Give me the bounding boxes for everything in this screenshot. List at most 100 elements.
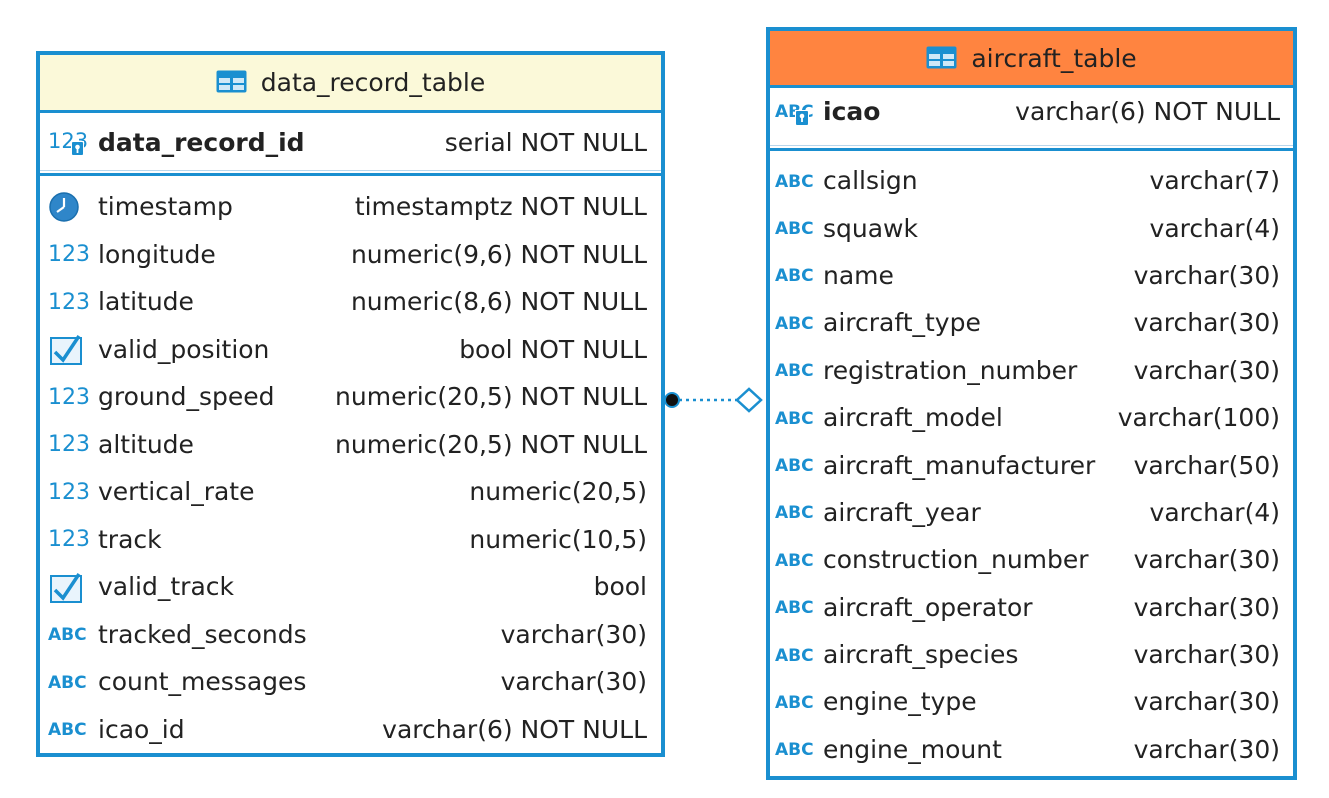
text-key-icon: ABC (775, 97, 817, 127)
svg-text:ABC: ABC (775, 646, 814, 666)
checkbox-icon (48, 572, 90, 603)
column-type: varchar(6) NOT NULL (382, 714, 647, 744)
column-name: vertical_rate (98, 477, 255, 507)
numeric-icon: 123 (48, 429, 90, 459)
table-icon (926, 46, 957, 68)
column-name: track (98, 524, 162, 554)
entity-title: data_record_table (260, 68, 486, 97)
column-name: longitude (98, 239, 216, 269)
column-type: varchar(6) NOT NULL (1015, 97, 1280, 127)
column-name: aircraft_model (823, 403, 1003, 433)
svg-text:ABC: ABC (48, 720, 87, 740)
column-type: varchar(30) (1133, 592, 1280, 622)
text-icon: ABC (775, 260, 817, 290)
svg-text:ABC: ABC (775, 693, 814, 713)
column-type: numeric(10,5) (469, 524, 647, 554)
primary-key-section: ABC icao varchar(6) NOT NULL (770, 88, 1293, 151)
text-icon: ABC (775, 308, 817, 338)
column-name: engine_mount (823, 734, 1002, 764)
column-type: varchar(7) (1149, 166, 1280, 196)
entity-header[interactable]: data_record_table (40, 55, 661, 113)
column-type: varchar(30) (500, 667, 647, 697)
entity-header[interactable]: aircraft_table (770, 31, 1293, 88)
divider (40, 170, 661, 171)
svg-text:123: 123 (48, 242, 90, 267)
svg-text:ABC: ABC (775, 361, 814, 381)
svg-text:123: 123 (48, 480, 90, 505)
table-icon (216, 70, 247, 93)
svg-text:ABC: ABC (775, 409, 814, 429)
column-name: name (823, 260, 894, 290)
numeric-key-icon: 123 (48, 127, 90, 157)
column-name: altitude (98, 429, 194, 459)
text-icon: ABC (775, 497, 817, 527)
svg-text:123: 123 (48, 432, 90, 457)
column-type: varchar(30) (1133, 545, 1280, 575)
clock-icon (48, 192, 90, 222)
column-name: icao (823, 97, 881, 127)
column-type: varchar(30) (1133, 640, 1280, 670)
column-type: varchar(4) (1149, 497, 1280, 527)
column-type: varchar(50) (1133, 450, 1280, 480)
svg-text:123: 123 (48, 527, 90, 552)
text-icon: ABC (775, 734, 817, 764)
column-name: latitude (98, 287, 194, 317)
text-icon: ABC (48, 667, 90, 697)
column-name: data_record_id (98, 127, 305, 157)
column-name: aircraft_year (823, 497, 981, 527)
primary-key-row[interactable]: ABC icao varchar(6) NOT NULL (770, 88, 1293, 135)
column-name: aircraft_operator (823, 592, 1033, 622)
column-type: numeric(20,5) NOT NULL (335, 382, 647, 412)
numeric-icon: 123 (48, 382, 90, 412)
column-row-aircraft-species[interactable]: ABC aircraft_species varchar(30) (770, 631, 1293, 678)
column-type: varchar(30) (1133, 355, 1280, 385)
primary-key-row[interactable]: 123 data_record_id serial NOT NULL (40, 113, 661, 171)
column-name: construction_number (823, 545, 1089, 575)
entity-aircraft-table[interactable]: aircraft_table ABC icao varchar(6) NOT N… (766, 27, 1297, 780)
column-row-altitude[interactable]: 123 altitude numeric(20,5) NOT NULL (40, 421, 661, 469)
text-icon: ABC (775, 592, 817, 622)
primary-key-section: 123 data_record_id serial NOT NULL (40, 113, 661, 176)
svg-text:123: 123 (48, 385, 90, 410)
text-icon: ABC (775, 403, 817, 433)
svg-text:ABC: ABC (775, 219, 814, 239)
entity-title: aircraft_table (971, 43, 1137, 73)
column-name: ground_speed (98, 382, 275, 412)
entity-data-record-table[interactable]: data_record_table 123 data_record_id ser… (36, 51, 665, 757)
column-row-registration-number[interactable]: ABC registration_number varchar(30) (770, 347, 1293, 394)
svg-text:123: 123 (48, 290, 90, 315)
column-type: varchar(30) (1133, 734, 1280, 764)
hollow-diamond-icon (735, 387, 763, 413)
numeric-icon: 123 (48, 239, 90, 269)
column-name: aircraft_type (823, 308, 981, 338)
column-name: aircraft_species (823, 640, 1019, 670)
column-name: registration_number (823, 355, 1078, 385)
svg-text:ABC: ABC (775, 266, 814, 286)
column-type: numeric(20,5) NOT NULL (335, 429, 647, 459)
column-row-track[interactable]: 123 track numeric(10,5) (40, 516, 661, 564)
column-row-ground-speed[interactable]: 123 ground_speed numeric(20,5) NOT NULL (40, 373, 661, 421)
numeric-icon: 123 (48, 477, 90, 507)
